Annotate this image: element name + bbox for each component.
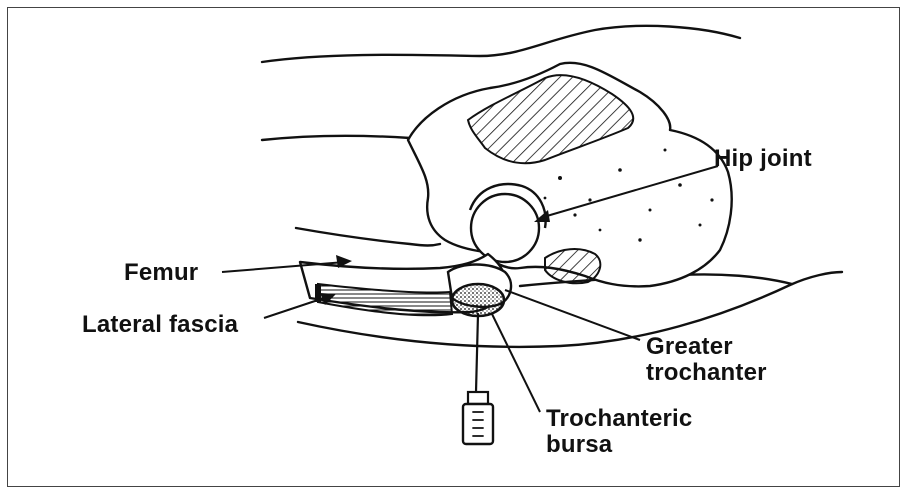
syringe-barrel	[463, 404, 493, 444]
label-trochanteric-bursa-line2: bursa	[546, 432, 692, 458]
syringe	[463, 314, 493, 444]
label-greater-trochanter-line2: trochanter	[646, 360, 767, 386]
leader-greater-trochanter	[505, 290, 640, 340]
femoral-head	[471, 194, 539, 262]
trochanteric-bursa	[452, 284, 504, 316]
label-lateral-fascia: Lateral fascia	[82, 312, 238, 338]
thigh-contour-top	[296, 228, 440, 246]
syringe-needle	[476, 314, 478, 392]
body-contour-top	[262, 26, 740, 62]
label-trochanteric-bursa-line1: Trochanteric	[546, 406, 692, 432]
syringe-hub	[468, 392, 488, 404]
leader-lateral-fascia	[264, 296, 330, 318]
label-trochanteric-bursa: Trochanteric bursa	[546, 406, 692, 458]
label-femur: Femur	[124, 260, 198, 286]
label-hip-joint: Hip joint	[714, 146, 812, 172]
leader-trochanteric-bursa	[492, 314, 540, 412]
obturator-hatched-region	[545, 249, 600, 283]
label-greater-trochanter-line1: Greater	[646, 334, 767, 360]
label-greater-trochanter: Greater trochanter	[646, 334, 767, 386]
